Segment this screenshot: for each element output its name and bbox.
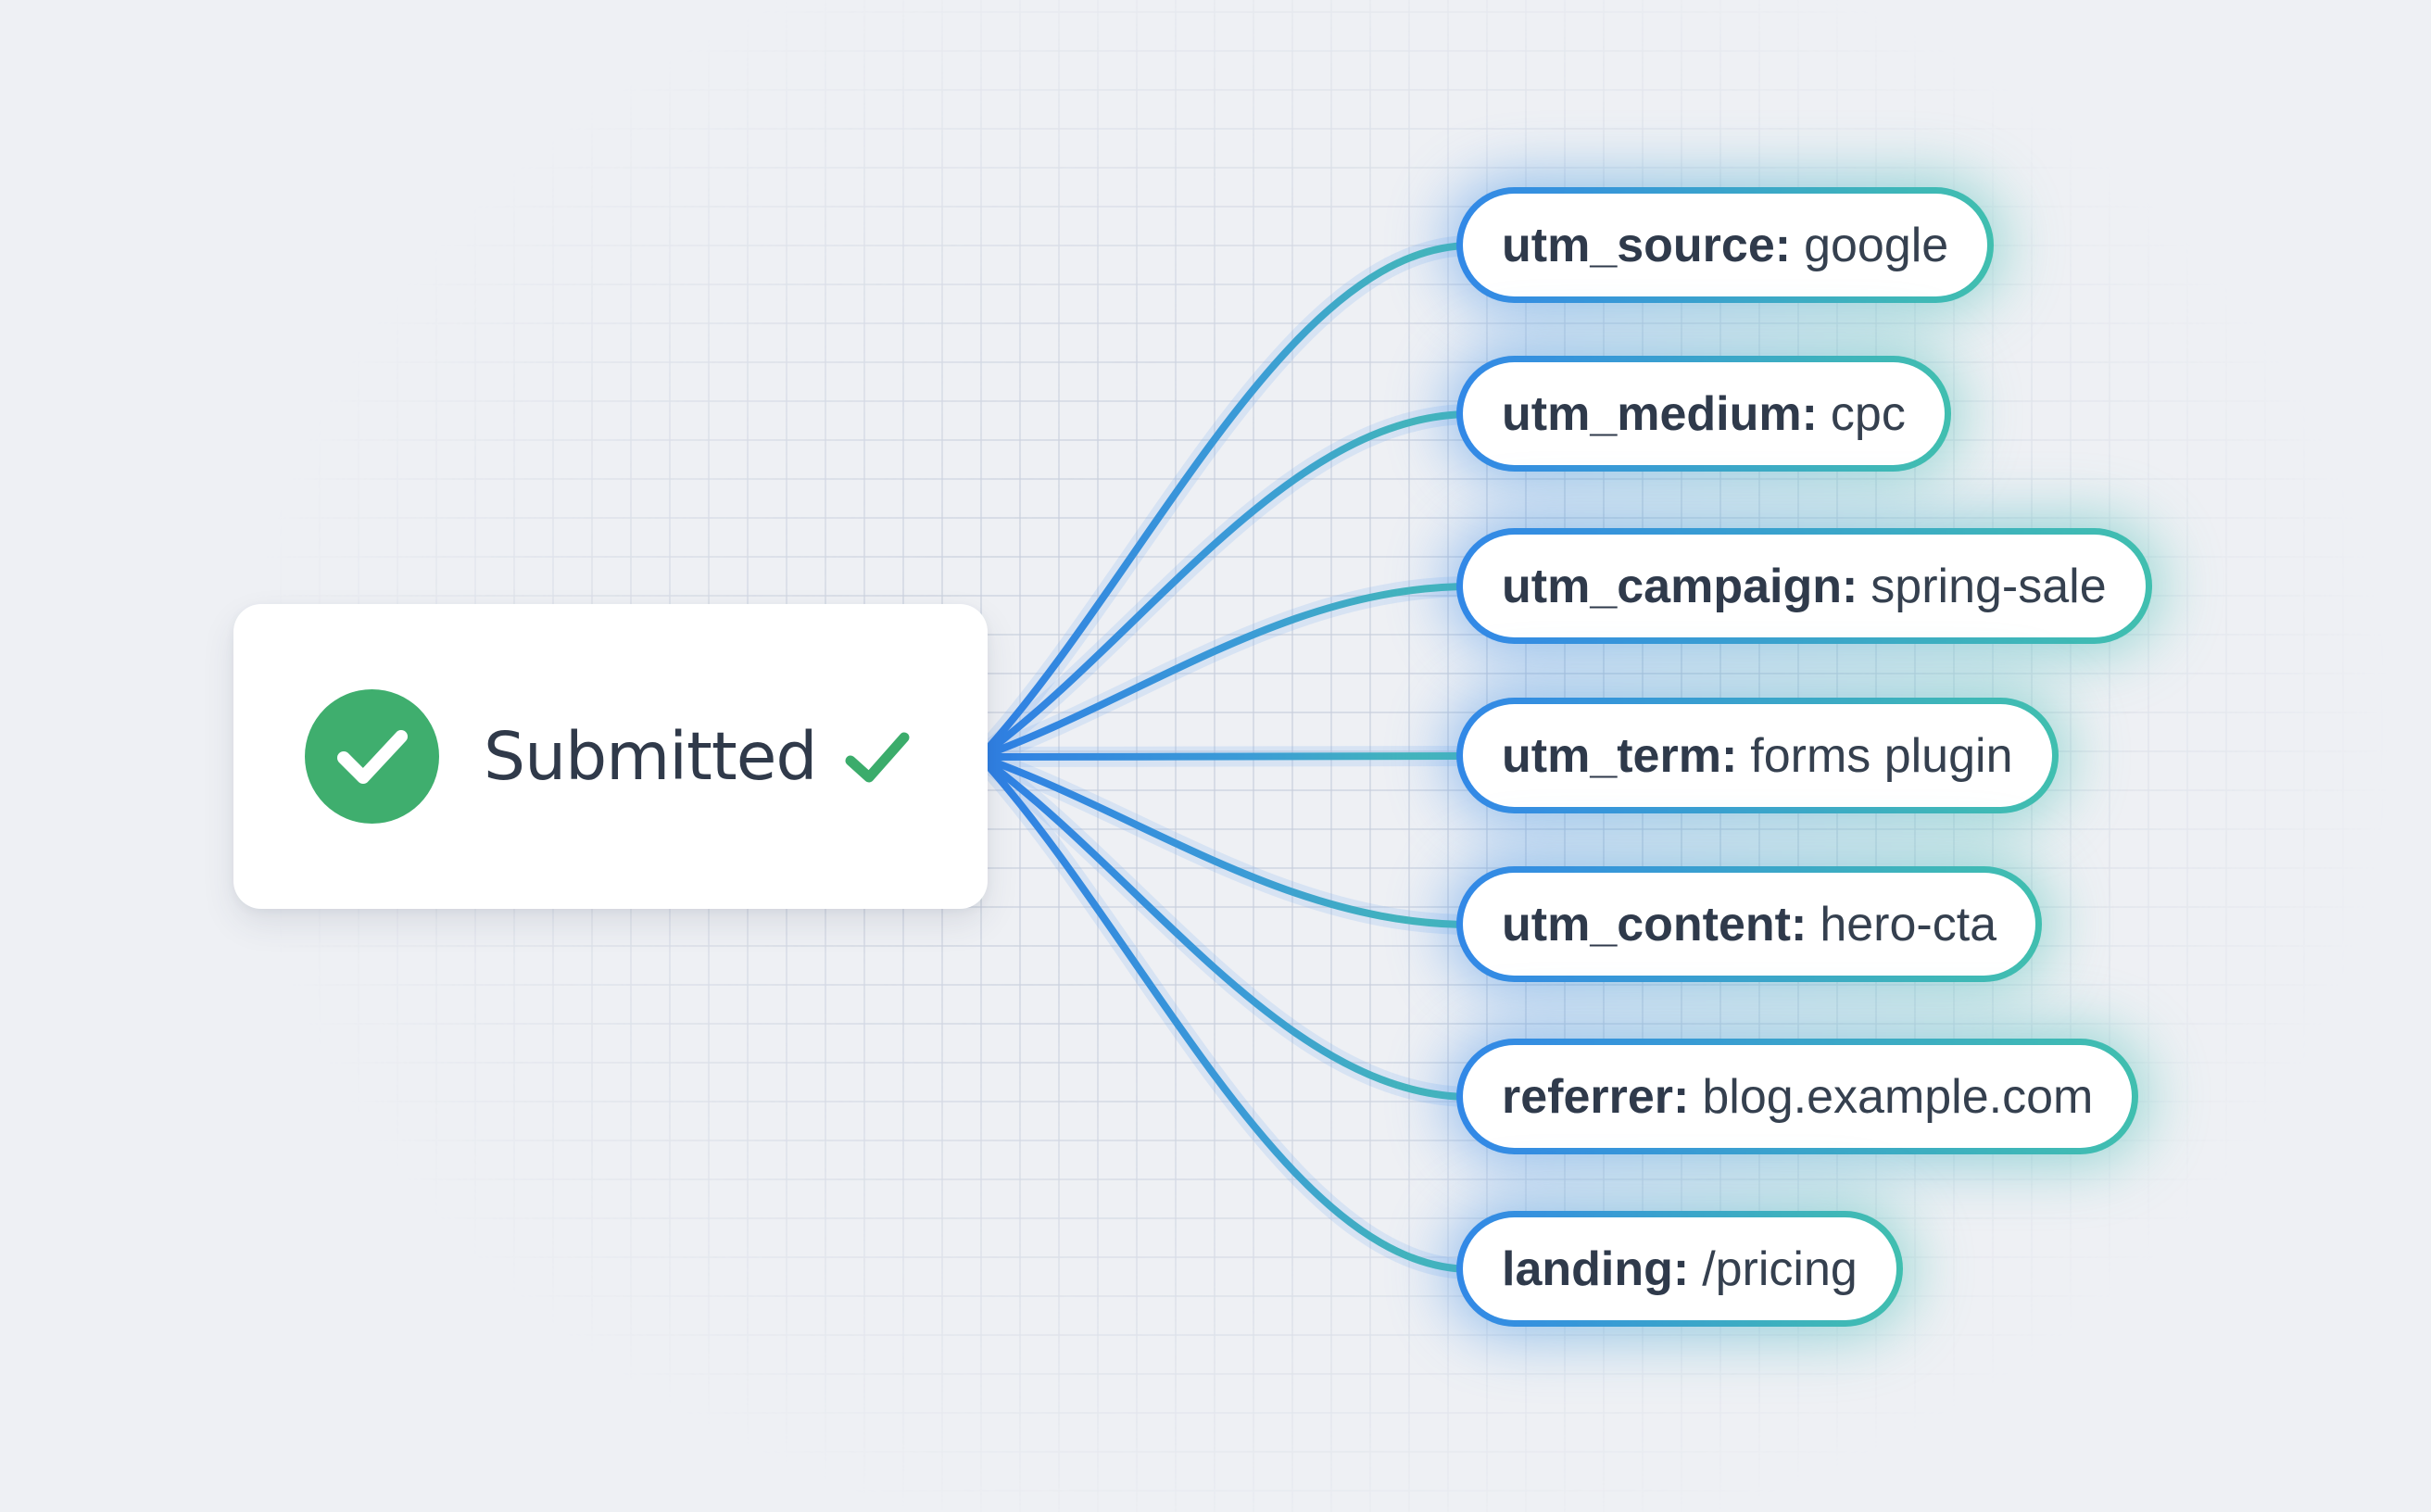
connector-line-utm-term [976, 752, 1475, 761]
connector-line-utm-campaign [976, 583, 1475, 761]
pill-value: blog.example.com [1702, 1069, 2094, 1124]
connector-line-utm-content [976, 753, 1475, 928]
pill-utm-source: utm_source: google [1456, 187, 1995, 303]
pill-utm-term: utm_term: forms plugin [1456, 698, 2059, 813]
pill-label: utm_source: [1502, 218, 1792, 272]
pill-utm-content: utm_content: hero-cta [1456, 866, 2043, 982]
pill-value: hero-cta [1820, 897, 1997, 951]
connector-line-referrer [976, 753, 1475, 1101]
pill-value: forms plugin [1750, 728, 2013, 783]
pill-label: utm_content: [1502, 897, 1808, 951]
pill-utm-medium: utm_medium: cpc [1456, 356, 1951, 472]
pill-utm-campaign: utm_campaign: spring-sale [1456, 528, 2152, 644]
pill-label: landing: [1502, 1241, 1690, 1296]
pill-label: referrer: [1502, 1069, 1690, 1124]
check-circle-icon [305, 689, 439, 824]
check-mark [336, 729, 408, 784]
connector-line-utm-source [976, 242, 1475, 761]
pill-value: /pricing [1702, 1241, 1858, 1296]
status-title: Submitted [484, 718, 817, 795]
submitted-status-card: Submitted [233, 604, 988, 909]
pill-value: google [1804, 218, 1949, 272]
pill-value: cpc [1830, 386, 1906, 441]
check-icon [845, 732, 910, 782]
pill-label: utm_term: [1502, 728, 1738, 783]
pill-referrer: referrer: blog.example.com [1456, 1039, 2139, 1154]
pill-label: utm_campaign: [1502, 559, 1858, 613]
pill-label: utm_medium: [1502, 386, 1818, 441]
connector-line-landing [976, 753, 1475, 1273]
pill-landing: landing: /pricing [1456, 1211, 1903, 1327]
connector-line-utm-medium [976, 410, 1475, 761]
pill-value: spring-sale [1870, 559, 2107, 613]
